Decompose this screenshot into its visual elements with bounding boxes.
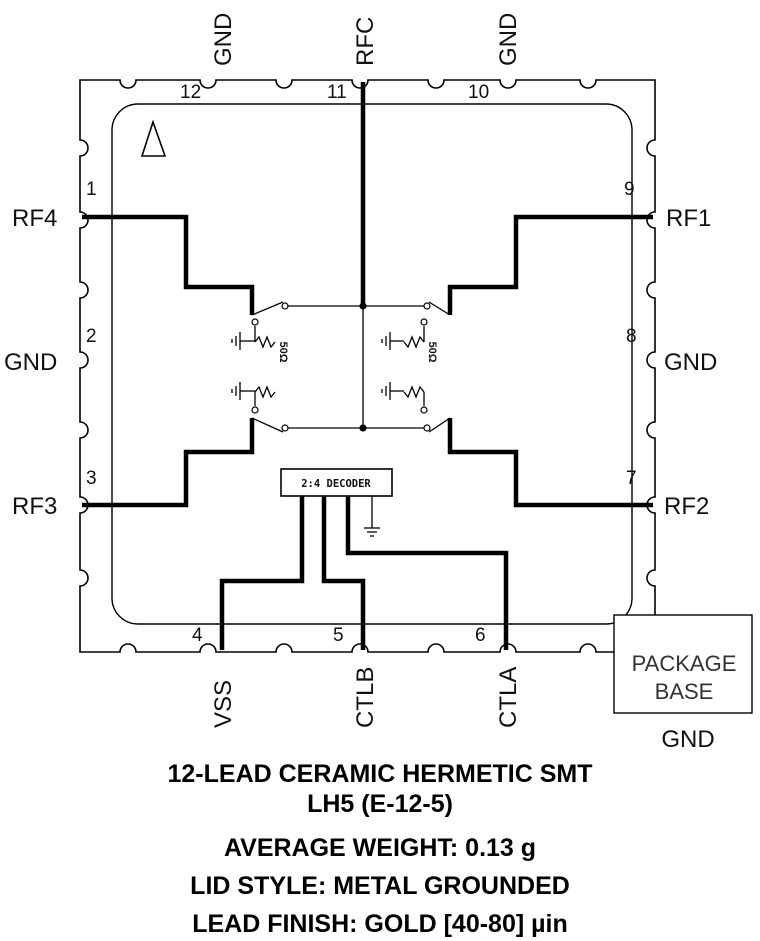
- lid-outline: [111, 103, 633, 625]
- pin-1-number: 1: [86, 179, 97, 200]
- vss-trace: [219, 495, 305, 650]
- pin-7-number: 7: [626, 468, 637, 489]
- pin-4-number: 4: [192, 625, 203, 646]
- termination-label-right: 50Ω: [426, 341, 438, 362]
- decoder-ground-icon: [364, 496, 380, 537]
- package-outline: [79, 79, 656, 653]
- pin-8-number: 8: [626, 326, 637, 347]
- pin-6-number: 6: [475, 625, 486, 646]
- lower-junction: [359, 424, 367, 432]
- pin-1-name: RF4: [12, 205, 57, 232]
- rf4-trace: [82, 214, 255, 315]
- package-code-line: LH5 (E-12-5): [307, 790, 453, 818]
- pin-10-number: 10: [468, 82, 489, 103]
- pin-12-name: GND: [210, 13, 237, 66]
- switch-lower-right: [381, 382, 451, 433]
- upper-junction: [359, 302, 367, 310]
- rf3-trace: [82, 418, 255, 508]
- lead-finish-line: LEAD FINISH: GOLD [40-80] µin: [192, 910, 568, 938]
- rf1-trace: [447, 214, 653, 315]
- pin1-indicator-icon: [140, 119, 167, 157]
- pin-3-name: RF3: [12, 493, 57, 520]
- pin-11-number: 11: [327, 82, 347, 103]
- pin-5-name: CTLB: [352, 667, 379, 728]
- lid-style-line: LID STYLE: METAL GROUNDED: [190, 872, 570, 900]
- rf2-trace: [447, 418, 653, 508]
- pin-7-name: RF2: [664, 493, 709, 520]
- decoder-label: 2:4 DECODER: [301, 478, 371, 490]
- pin-6-name: CTLA: [495, 667, 522, 728]
- decoder-box: [280, 468, 393, 497]
- package-base-line2: BASE: [655, 679, 714, 704]
- package-base-box: [613, 614, 753, 714]
- package-base-line1: PACKAGE: [632, 651, 737, 676]
- switch-upper-right: [381, 301, 451, 350]
- pin-4-name: VSS: [210, 680, 237, 728]
- ctlb-trace: [321, 495, 366, 650]
- pin-5-number: 5: [333, 625, 344, 646]
- termination-label-left: 50Ω: [277, 341, 289, 362]
- weight-line: AVERAGE WEIGHT: 0.13 g: [224, 834, 536, 862]
- pin-9-number: 9: [624, 179, 635, 200]
- pin-2-name: GND: [4, 349, 57, 376]
- ctla-trace: [345, 495, 509, 650]
- switch-lower-left: [231, 382, 289, 433]
- pin-3-number: 3: [86, 468, 97, 489]
- pin-12-number: 12: [180, 82, 201, 103]
- pin-9-name: RF1: [666, 205, 711, 232]
- pin-11-name: RFC: [352, 17, 379, 66]
- package-type-line: 12-LEAD CERAMIC HERMETIC SMT: [167, 760, 592, 788]
- pin-8-name: GND: [664, 349, 717, 376]
- switch-upper-left: [231, 301, 289, 350]
- pin-10-name: GND: [495, 13, 522, 66]
- package-base-gnd: GND: [661, 726, 714, 753]
- pin-2-number: 2: [86, 326, 97, 347]
